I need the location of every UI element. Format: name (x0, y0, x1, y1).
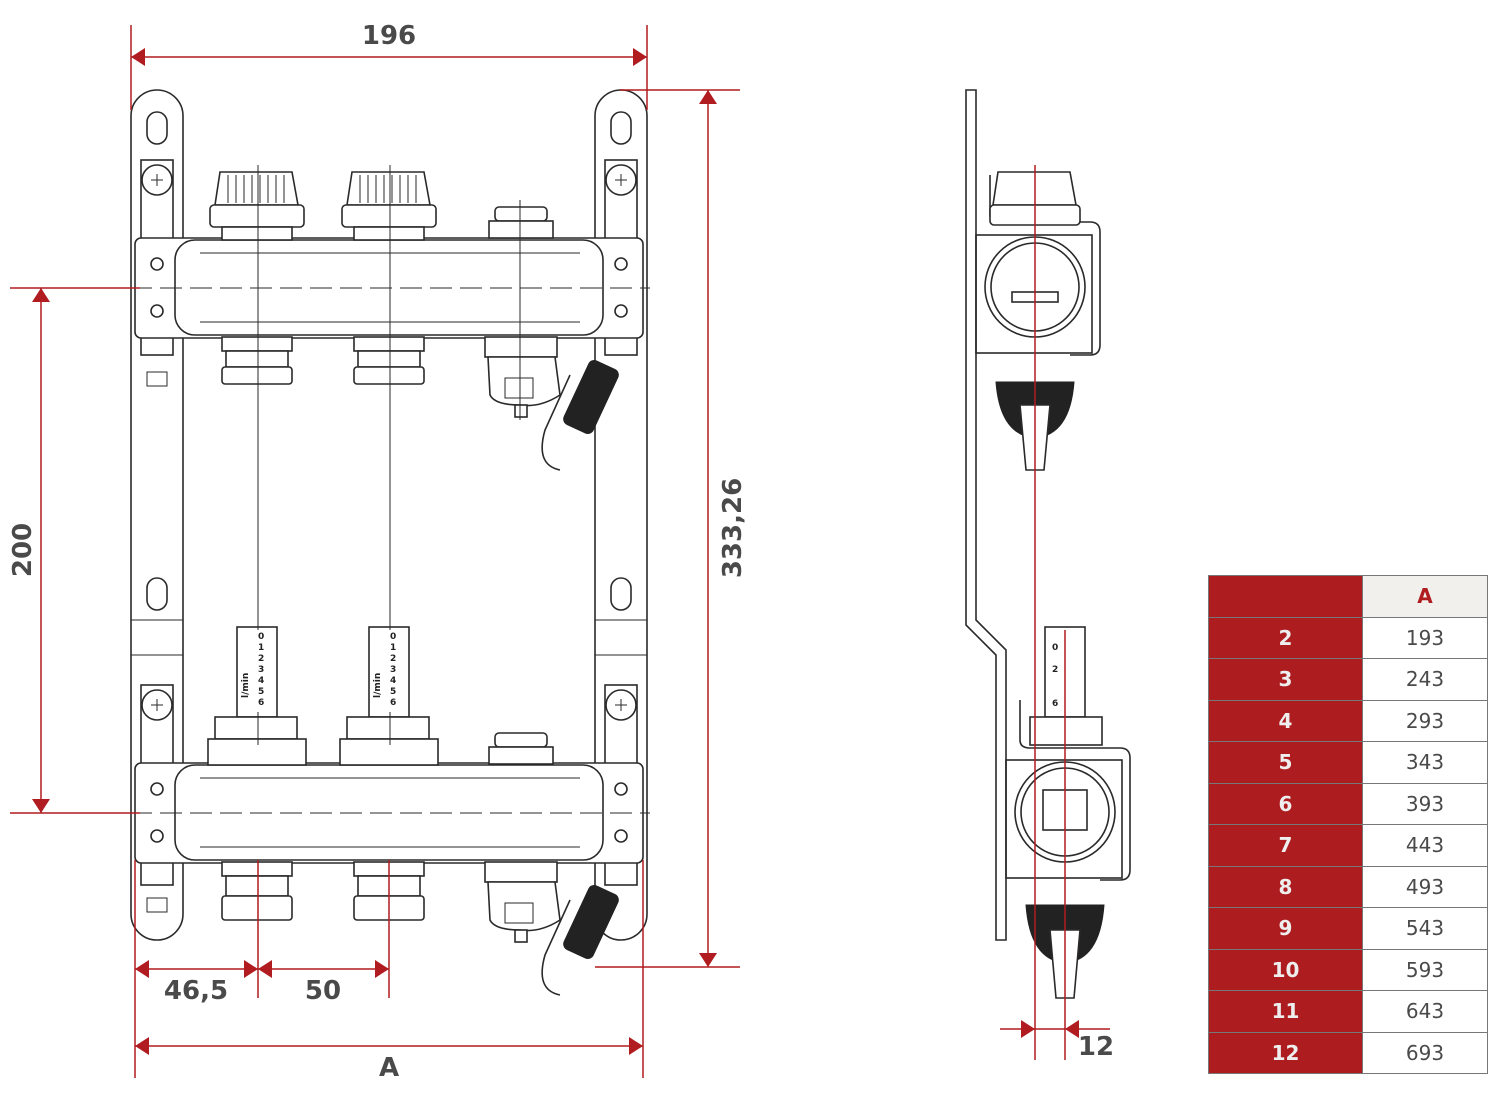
dim-bar-spacing: 200 (8, 523, 38, 577)
front-view: 0 1 2 3 4 5 6 l/min 0 1 2 3 4 5 6 l/min (10, 89, 650, 996)
dimension-a-value: 693 (1362, 1031, 1488, 1074)
dim-height-333: 333,26 (718, 478, 748, 578)
outlet-count: 2 (1208, 616, 1363, 659)
svg-text:l/min: l/min (241, 673, 251, 698)
dimension-a-value: 293 (1362, 699, 1488, 742)
outlet-count: 5 (1208, 741, 1363, 784)
dimension-a-value: 343 (1362, 741, 1488, 784)
dim-offset-12: 12 (1078, 1032, 1114, 1062)
dim-total-width-a: A (379, 1053, 399, 1083)
drain-valve-icon (484, 336, 619, 996)
svg-text:2: 2 (1052, 665, 1058, 675)
svg-text:6: 6 (390, 698, 396, 708)
table-header-outlets (1208, 575, 1363, 618)
side-view: 0 2 6 (965, 89, 1131, 1060)
screw-icon (141, 164, 637, 721)
svg-text:2: 2 (258, 654, 264, 664)
table-header-a: A (1362, 575, 1488, 618)
dim-width-196: 196 (362, 21, 416, 51)
svg-text:5: 5 (390, 687, 396, 697)
outlet-count: 6 (1208, 782, 1363, 825)
dim-outlet-pitch: 50 (305, 976, 341, 1006)
svg-text:0: 0 (258, 632, 264, 642)
svg-text:2: 2 (390, 654, 396, 664)
bottom-manifold-bar (10, 762, 650, 864)
flowmeter-icon (207, 626, 439, 766)
dim-first-outlet: 46,5 (164, 976, 228, 1006)
outlet-count: 4 (1208, 699, 1363, 742)
outlet-count: 3 (1208, 658, 1363, 701)
dimension-a-value: 643 (1362, 990, 1488, 1033)
svg-text:3: 3 (258, 665, 264, 675)
svg-text:6: 6 (258, 698, 264, 708)
svg-text:l/min: l/min (373, 673, 383, 698)
svg-text:0: 0 (1052, 643, 1058, 653)
valve-cap-icon (209, 171, 554, 765)
outlet-count: 10 (1208, 948, 1363, 991)
dimension-lines (10, 25, 740, 1078)
outlet-count: 8 (1208, 865, 1363, 908)
svg-text:6: 6 (1052, 699, 1058, 709)
flowmeter-scale-2: 0 1 2 3 4 5 6 l/min (373, 632, 396, 708)
svg-text:3: 3 (390, 665, 396, 675)
dimension-a-value: 443 (1362, 824, 1488, 867)
top-manifold-bar (10, 237, 650, 339)
outlet-count: 7 (1208, 824, 1363, 867)
dimension-a-value: 193 (1362, 616, 1488, 659)
outlet-count: 12 (1208, 1031, 1363, 1074)
svg-text:1: 1 (390, 643, 396, 653)
svg-text:4: 4 (258, 676, 264, 686)
dimension-a-value: 243 (1362, 658, 1488, 701)
dimension-a-value: 543 (1362, 907, 1488, 950)
outlet-count: 9 (1208, 907, 1363, 950)
dimension-a-value: 593 (1362, 948, 1488, 991)
outlet-count: 11 (1208, 990, 1363, 1033)
dimension-a-value: 393 (1362, 782, 1488, 825)
svg-text:5: 5 (258, 687, 264, 697)
svg-text:4: 4 (390, 676, 396, 686)
svg-text:0: 0 (390, 632, 396, 642)
dimension-a-value: 493 (1362, 865, 1488, 908)
svg-text:1: 1 (258, 643, 264, 653)
flowmeter-scale: 0 1 2 3 4 5 6 l/min (241, 632, 264, 708)
